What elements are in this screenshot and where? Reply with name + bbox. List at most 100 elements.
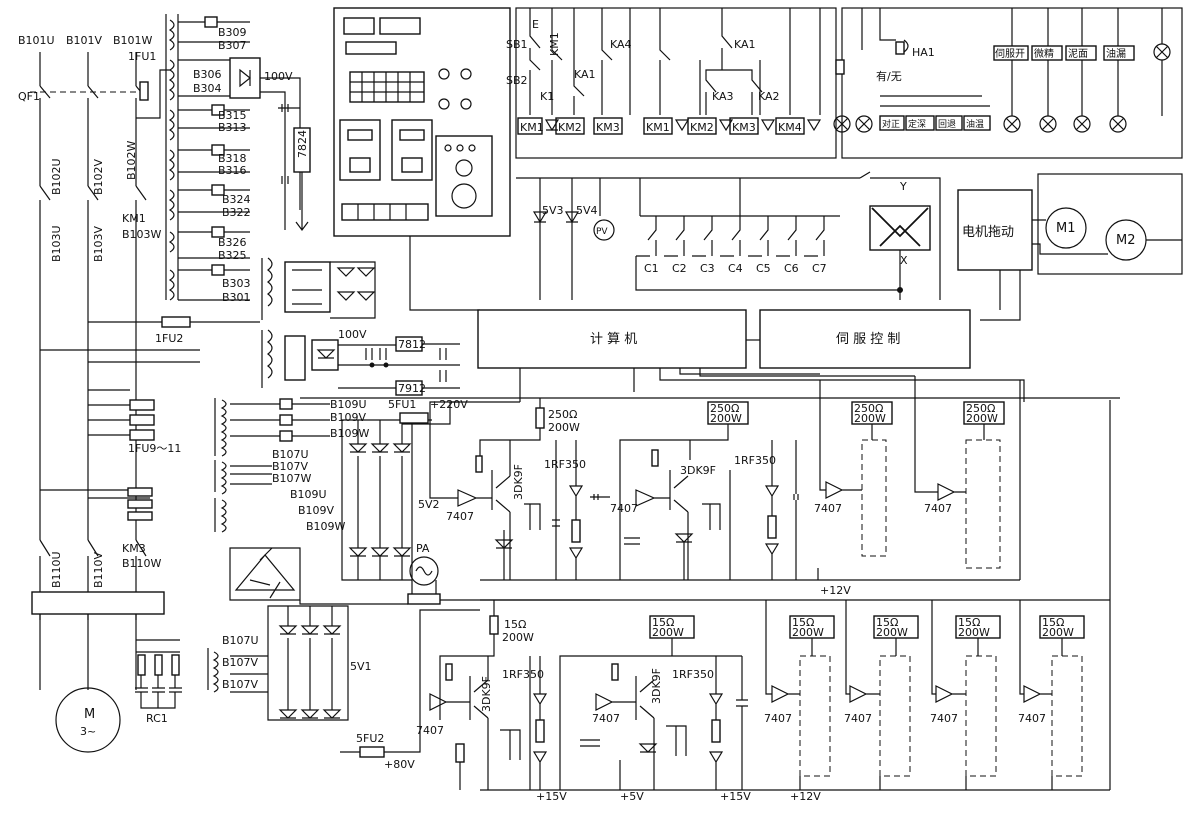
label-computer: 计 算 机 xyxy=(590,332,637,347)
dk9f-4: 3DK9F xyxy=(650,668,663,704)
indicator-lamp-circuit: HA1 有/无 对正 定深 回退 油温 伺服开 微精 泥面 油漏 xyxy=(833,7,1183,159)
label-c5: C5 xyxy=(756,262,771,275)
ic7407-5: 7407 xyxy=(416,724,444,737)
label-y: Y xyxy=(899,180,907,193)
label-b322: B322 xyxy=(222,206,251,219)
r15-2: 15Ω xyxy=(652,616,674,629)
input-switch-bank: 5V3 5V4 PV C1 C2 C3 C4 C5 C6 C7 Y X xyxy=(516,171,941,300)
label-80v: +80V xyxy=(384,758,415,771)
ind-oil: 油温 xyxy=(966,118,984,130)
ind-servo: 伺服开 xyxy=(995,47,1025,60)
ic7407-6: 7407 xyxy=(592,712,620,725)
ic7407-4: 7407 xyxy=(924,502,952,515)
label-m1: M1 xyxy=(1056,221,1076,236)
transformer-secondaries: B309 B307 B306 B304 100V 7824 B315 B313 … xyxy=(165,14,311,304)
label-12v-bot: +12V xyxy=(790,790,821,803)
label-b109v: B109V xyxy=(330,411,367,424)
label-b107v-3: B107V xyxy=(222,678,259,691)
w200-2: 200W xyxy=(710,412,742,425)
label-5fu2: 5FU2 xyxy=(356,732,384,745)
w200-6: 200W xyxy=(652,626,684,639)
label-ka3: KA3 xyxy=(712,90,734,103)
label-7812: 7812 xyxy=(398,338,426,351)
label-b107w: B107W xyxy=(272,472,312,485)
label-1fu1: 1FU1 xyxy=(128,50,156,63)
label-b306: B306 xyxy=(193,68,222,81)
label-m2: M2 xyxy=(1116,233,1136,248)
label-15v-b: +15V xyxy=(720,790,751,803)
label-b102w: B102W xyxy=(125,140,138,180)
ic7407-1: 7407 xyxy=(446,510,474,523)
label-7824: 7824 xyxy=(296,130,309,158)
label-km1-relay: KM1 xyxy=(548,32,561,56)
label-12v-top: +12V xyxy=(820,584,851,597)
rf350-4: 1RF350 xyxy=(672,668,714,681)
label-b109w-2: B109W xyxy=(306,520,346,533)
r250-1: 250Ω xyxy=(548,408,577,421)
label-100v-a: 100V xyxy=(264,70,293,83)
label-sb2: SB2 xyxy=(506,74,528,87)
label-b102v: B102V xyxy=(92,158,105,195)
w200-7: 200W xyxy=(792,626,824,639)
label-b101w: B101W xyxy=(113,34,153,47)
label-220v: +220V xyxy=(430,398,468,411)
label-b326: B326 xyxy=(218,236,247,249)
label-pv: PV xyxy=(596,227,608,237)
r250-4: 250Ω xyxy=(966,402,995,415)
coil-km2: KM2 xyxy=(558,121,582,134)
label-1fu2: 1FU2 xyxy=(155,332,183,345)
label-5fu1: 5FU1 xyxy=(388,398,416,411)
label-b110v: B110V xyxy=(92,551,105,588)
label-ka4: KA4 xyxy=(610,38,632,51)
motor-m1 xyxy=(1045,207,1087,249)
label-b107v: B107V xyxy=(272,460,309,473)
label-e: E xyxy=(532,18,539,31)
upper-driver-stages: 250Ω 200W 7407 3DK9F 1RF350 250Ω 200W 74… xyxy=(429,376,1021,597)
label-c4: C4 xyxy=(728,262,743,275)
computer-block xyxy=(477,309,747,369)
r15-6: 15Ω xyxy=(1042,616,1064,629)
label-c6: C6 xyxy=(784,262,799,275)
label-b109v-2: B109V xyxy=(298,504,335,517)
label-x: X xyxy=(900,254,908,267)
w200-8: 200W xyxy=(876,626,908,639)
label-b313: B313 xyxy=(218,121,247,134)
label-b315: B315 xyxy=(218,109,247,122)
label-ka2: KA2 xyxy=(758,90,780,103)
label-5v: +5V xyxy=(620,790,644,803)
label-15v-a: +15V xyxy=(536,790,567,803)
w200-5: 200W xyxy=(502,631,534,644)
label-b109u: B109U xyxy=(330,398,367,411)
coil2-km1: KM1 xyxy=(646,121,670,134)
label-sb1: SB1 xyxy=(506,38,528,51)
ic7407-7: 7407 xyxy=(764,712,792,725)
label-b109w: B109W xyxy=(330,427,370,440)
rf350-3: 1RF350 xyxy=(502,668,544,681)
label-b103w: B103W xyxy=(122,228,162,241)
label-c2: C2 xyxy=(672,262,687,275)
ic7407-10: 7407 xyxy=(1018,712,1046,725)
label-b102u: B102U xyxy=(50,158,63,195)
main-power-circuit: B101U B101V B101W 1FU1 QF1 B102U B102V B… xyxy=(18,34,260,753)
label-b101v: B101V xyxy=(66,34,103,47)
label-b107u: B107U xyxy=(272,448,309,461)
dk9f-3: 3DK9F xyxy=(480,676,493,712)
r15-1: 15Ω xyxy=(504,618,526,631)
ind-leak: 油漏 xyxy=(1106,47,1126,60)
computer-servo-blocks: 计 算 机 伺 服 控 制 xyxy=(300,309,1120,420)
coil2-km2: KM2 xyxy=(690,121,714,134)
coil-km3: KM3 xyxy=(596,121,620,134)
dc-power-supplies: 100V 7812 7912 xyxy=(261,257,460,396)
ind-mud: 泥面 xyxy=(1068,47,1088,60)
label-b301: B301 xyxy=(222,291,251,304)
label-rc1: RC1 xyxy=(146,712,168,725)
w200-10: 200W xyxy=(1042,626,1074,639)
label-b103u: B103U xyxy=(50,225,63,262)
label-c1: C1 xyxy=(644,262,659,275)
label-b318: B318 xyxy=(218,152,247,165)
label-b325: B325 xyxy=(218,249,247,262)
label-7912: 7912 xyxy=(398,382,426,395)
label-b109u-2: B109U xyxy=(290,488,327,501)
dk9f-2: 3DK9F xyxy=(680,464,716,477)
w200-9: 200W xyxy=(958,626,990,639)
